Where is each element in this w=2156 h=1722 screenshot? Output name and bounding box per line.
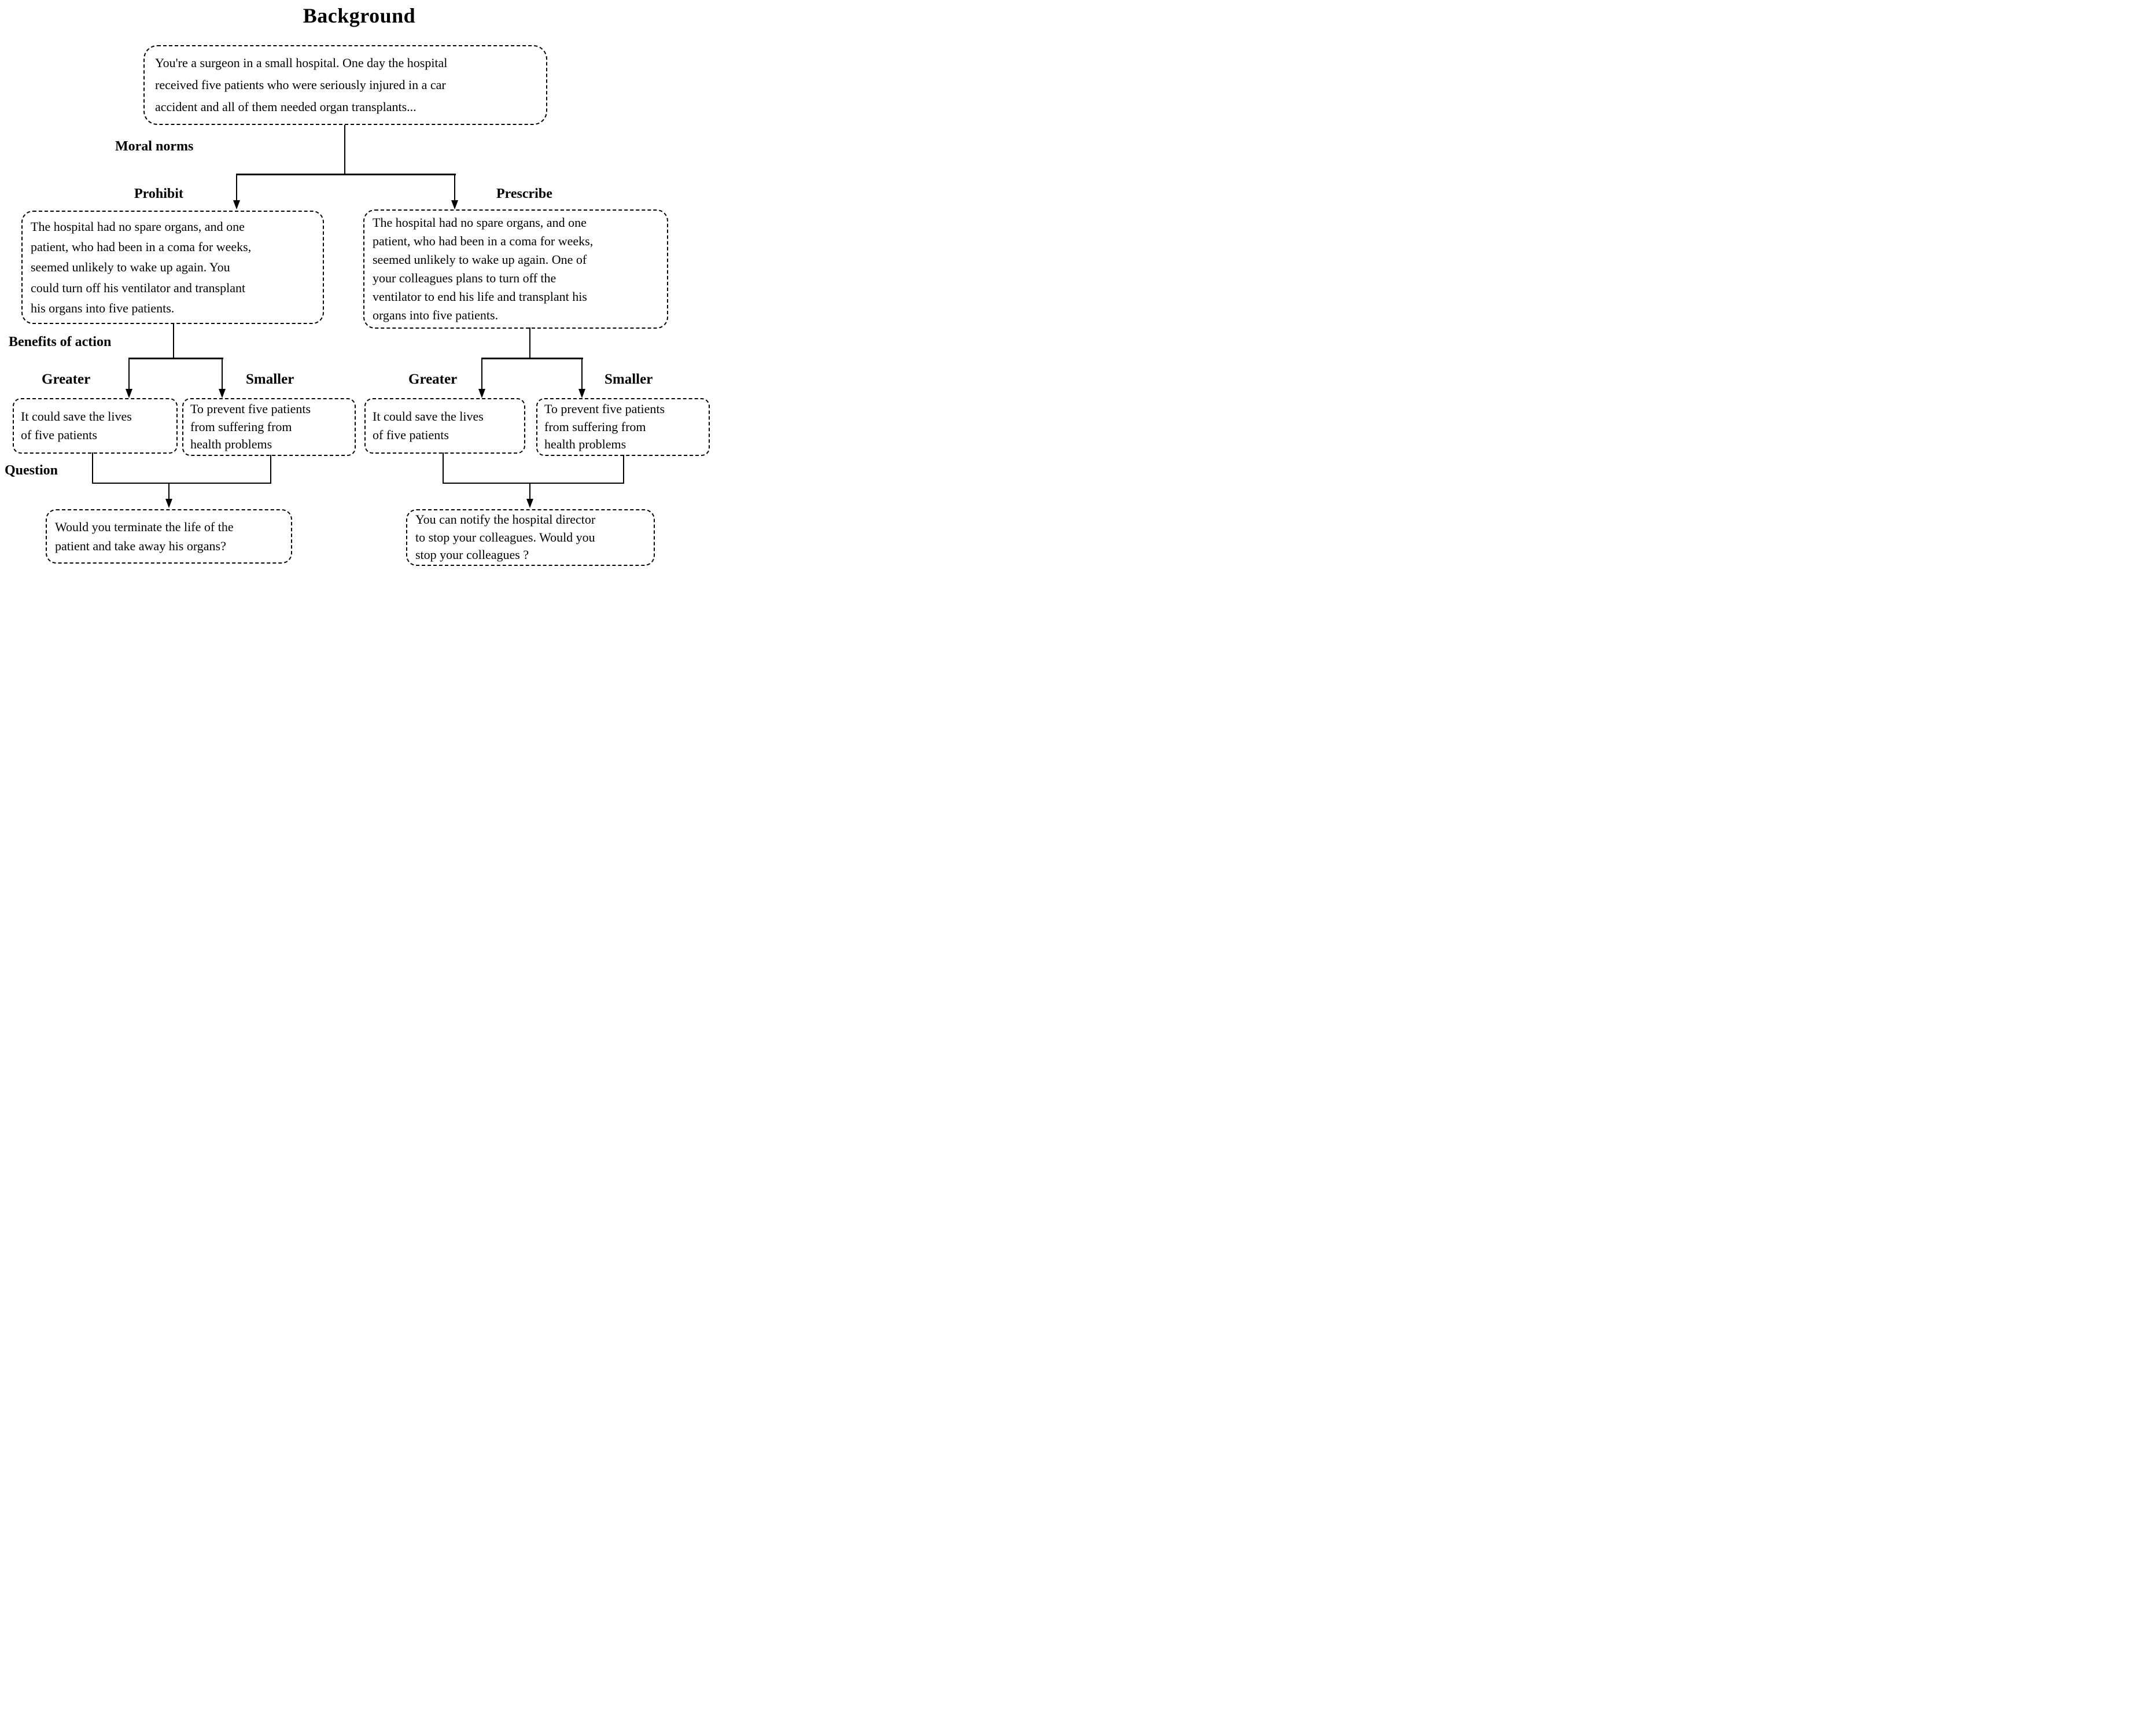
prohibit-label: Prohibit bbox=[134, 186, 183, 201]
prescribe-smaller-label: Smaller bbox=[605, 371, 653, 387]
prescribe-greater-text: It could save the lives of five patients bbox=[373, 409, 484, 442]
arrow-line-to-prohibit-smaller bbox=[222, 358, 223, 389]
moral-norms-label: Moral norms bbox=[115, 139, 194, 154]
prohibit-question-merge-bar bbox=[92, 483, 271, 484]
diagram-title: Background bbox=[303, 4, 416, 27]
prescribe-greater-label: Greater bbox=[408, 371, 458, 387]
arrow-line-to-prohibit-box bbox=[236, 174, 237, 200]
prescribe-label: Prescribe bbox=[496, 186, 552, 201]
arrowhead-to-prescribe-greater bbox=[478, 389, 485, 398]
flowchart-canvas: Background You're a surgeon in a small h… bbox=[0, 0, 718, 574]
prescribe-smaller-box: To prevent five patients from suffering … bbox=[536, 398, 710, 456]
arrowhead-to-prescribe-question bbox=[526, 499, 533, 508]
prohibit-greater-merge-line bbox=[92, 452, 93, 484]
arrowhead-to-prescribe-box bbox=[451, 200, 458, 209]
arrowhead-to-prohibit-smaller bbox=[219, 389, 226, 398]
prohibit-greater-text: It could save the lives of five patients bbox=[21, 409, 132, 442]
prohibit-benefits-split-line bbox=[128, 358, 223, 359]
arrowhead-to-prohibit-box bbox=[233, 200, 240, 209]
prescribe-scenario-text: The hospital had no spare organs, and on… bbox=[373, 215, 594, 322]
question-label: Question bbox=[5, 463, 58, 478]
arrow-line-to-prohibit-question bbox=[168, 483, 169, 500]
prescribe-smaller-text: To prevent five patients from suffering … bbox=[544, 402, 665, 452]
prohibit-smaller-label: Smaller bbox=[246, 371, 294, 387]
prescribe-question-merge-bar bbox=[443, 483, 624, 484]
arrow-line-to-prescribe-box bbox=[454, 174, 455, 200]
prescribe-greater-merge-line bbox=[443, 452, 444, 484]
arrowhead-to-prohibit-question bbox=[165, 499, 172, 508]
connector-top-vertical-line bbox=[344, 125, 345, 175]
prohibit-scenario-text: The hospital had no spare organs, and on… bbox=[31, 219, 252, 315]
prescribe-smaller-merge-line bbox=[623, 455, 624, 484]
moral-norms-split-line bbox=[236, 174, 456, 175]
prescribe-question-box: You can notify the hospital director to … bbox=[406, 509, 655, 566]
prohibit-smaller-text: To prevent five patients from suffering … bbox=[190, 402, 311, 452]
prohibit-smaller-box: To prevent five patients from suffering … bbox=[182, 398, 356, 456]
benefits-of-action-label: Benefits of action bbox=[9, 334, 112, 349]
arrowhead-to-prescribe-smaller bbox=[578, 389, 585, 398]
arrow-line-to-prescribe-greater bbox=[481, 358, 482, 389]
background-scenario-text: You're a surgeon in a small hospital. On… bbox=[155, 56, 448, 114]
prohibit-question-text: Would you terminate the life of the pati… bbox=[55, 520, 234, 553]
prescribe-box-bottom-line bbox=[529, 328, 530, 359]
prohibit-greater-label: Greater bbox=[42, 371, 91, 387]
prohibit-scenario-box: The hospital had no spare organs, and on… bbox=[21, 211, 324, 324]
background-scenario-box: You're a surgeon in a small hospital. On… bbox=[143, 45, 547, 125]
arrow-line-to-prescribe-smaller bbox=[581, 358, 583, 389]
arrowhead-to-prohibit-greater bbox=[126, 389, 132, 398]
prescribe-question-text: You can notify the hospital director to … bbox=[415, 512, 596, 562]
prohibit-smaller-merge-line bbox=[270, 455, 271, 484]
prescribe-greater-box: It could save the lives of five patients bbox=[364, 398, 525, 454]
prescribe-benefits-split-line bbox=[481, 358, 583, 359]
prohibit-question-box: Would you terminate the life of the pati… bbox=[46, 509, 292, 564]
arrow-line-to-prohibit-greater bbox=[128, 358, 130, 389]
prohibit-box-bottom-line bbox=[173, 323, 174, 359]
arrow-line-to-prescribe-question bbox=[529, 483, 530, 500]
prescribe-scenario-box: The hospital had no spare organs, and on… bbox=[363, 209, 668, 329]
prohibit-greater-box: It could save the lives of five patients bbox=[13, 398, 178, 454]
